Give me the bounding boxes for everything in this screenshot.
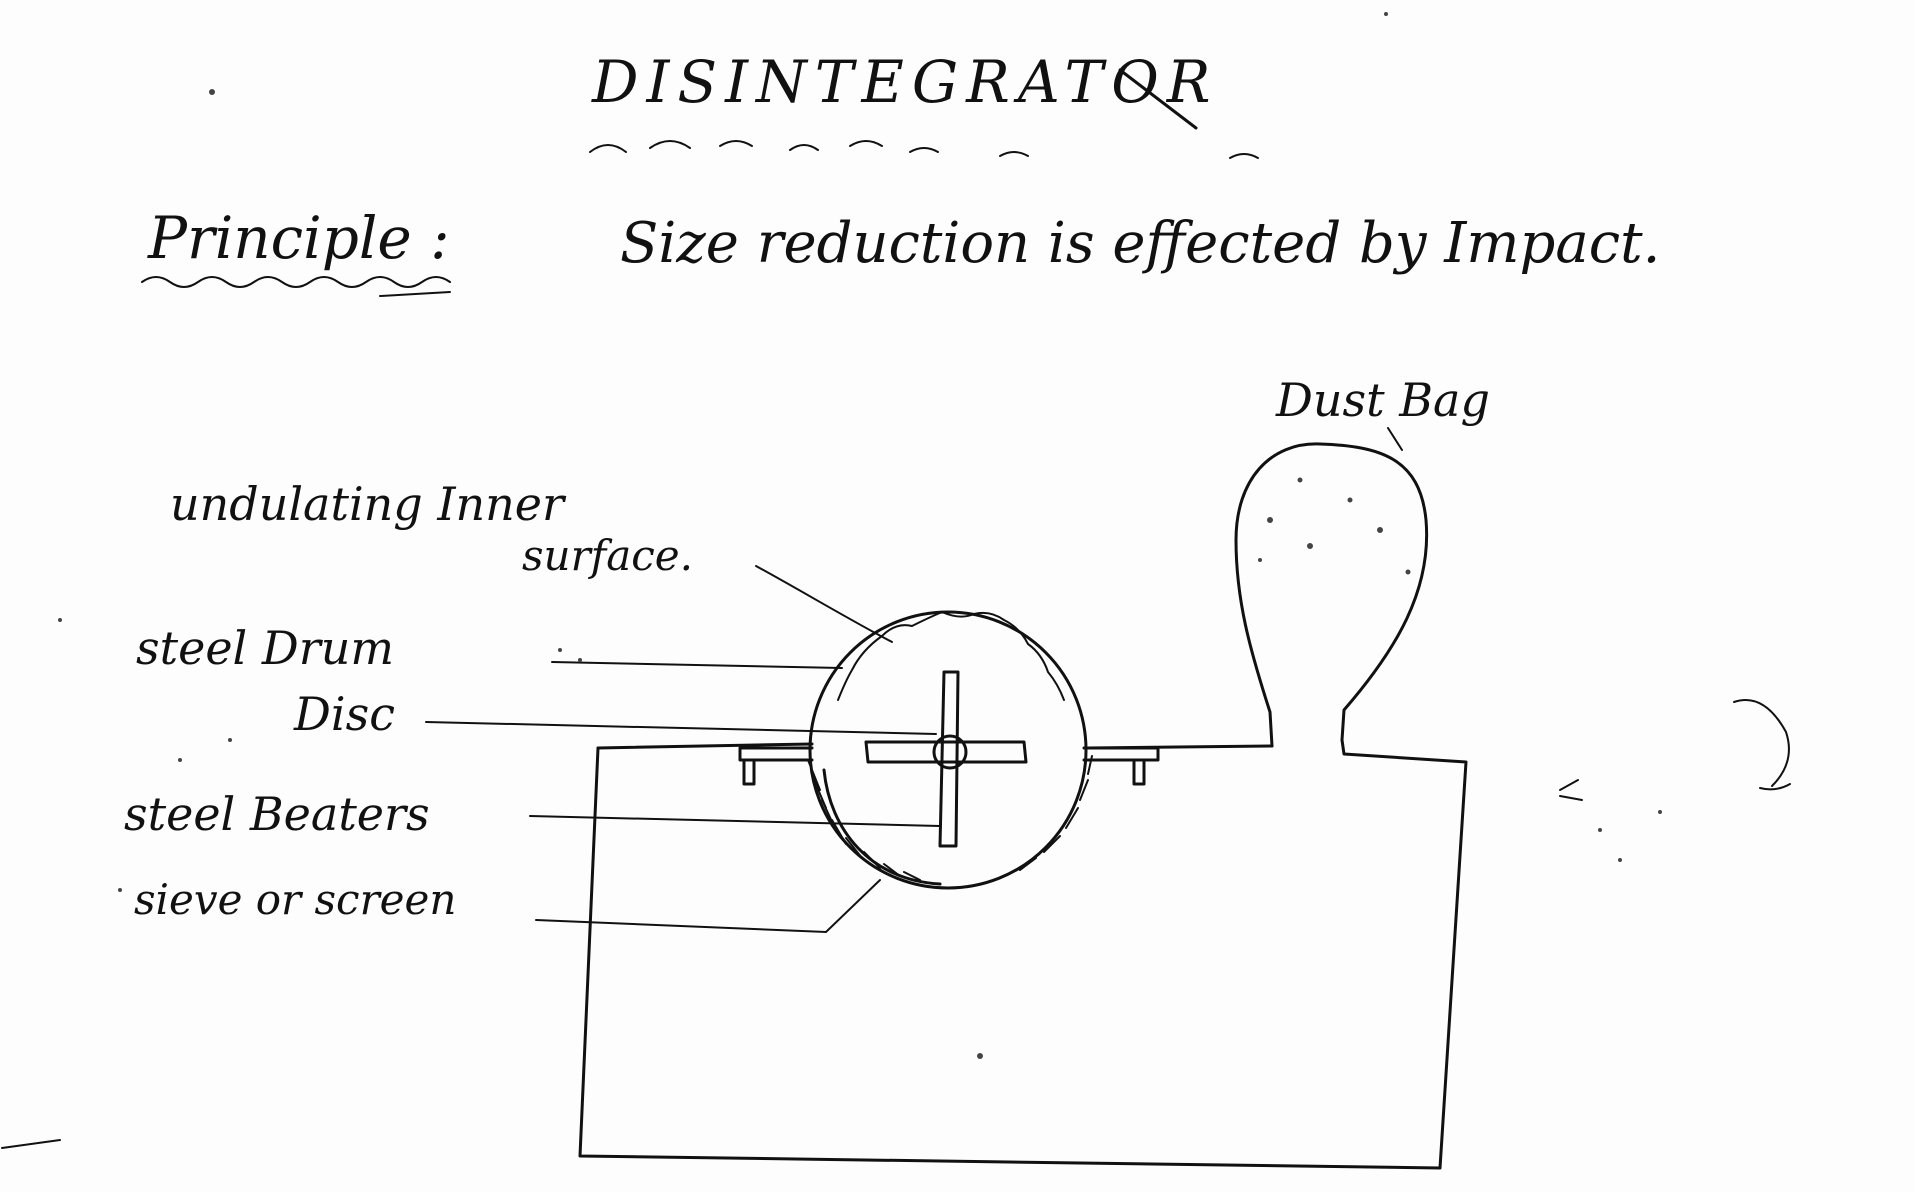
title-wavy-underline — [589, 140, 1259, 159]
undulating-leader — [755, 565, 893, 643]
principle-underline-tail — [379, 291, 451, 297]
disc-label: Disc — [293, 687, 395, 741]
steel-beaters-leader — [529, 815, 941, 827]
principle-text: Size reduction is effected by Impact. — [620, 211, 1660, 276]
sieve-leader — [535, 879, 881, 934]
dust-bag — [1234, 442, 1429, 748]
beater-vertical — [938, 670, 960, 848]
base-housing — [578, 738, 1468, 1170]
housing-top-left — [596, 742, 814, 750]
left-flange — [738, 746, 814, 762]
steel-drum-label: steel Drum — [136, 621, 394, 675]
sieve-hatching — [807, 755, 1093, 881]
undulating-label-line2: surface. — [522, 531, 693, 580]
steel-drum — [808, 610, 1088, 890]
undulating-label-line1: undulating Inner — [170, 477, 567, 531]
principle-heading: Principle : — [147, 204, 450, 272]
right-bolt — [1132, 758, 1146, 786]
steel-drum-leader — [551, 661, 843, 669]
paper-specks — [58, 12, 1662, 1059]
sieve-screen-arc — [822, 768, 942, 886]
stray-mark-right-2 — [1559, 779, 1583, 801]
undulating-inner-surface — [837, 610, 1065, 701]
stray-mark-right — [1733, 699, 1791, 791]
stray-mark-left — [1, 1139, 61, 1149]
right-flange — [1082, 746, 1160, 762]
dust-bag-specks — [1258, 477, 1411, 575]
left-bolt — [742, 758, 756, 786]
steel-beaters-label: steel Beaters — [124, 787, 430, 841]
dust-bag-leader — [1387, 427, 1403, 451]
title-underline-stroke — [1118, 68, 1198, 130]
disc-center — [932, 734, 968, 770]
principle-wavy-underline — [141, 276, 451, 288]
dust-bag-label: Dust Bag — [1275, 373, 1490, 427]
diagram-title: DISINTEGRATOR — [591, 48, 1218, 116]
beater-horizontal — [864, 740, 1028, 764]
sieve-label: sieve or screen — [134, 875, 456, 924]
disc-leader — [425, 721, 937, 735]
